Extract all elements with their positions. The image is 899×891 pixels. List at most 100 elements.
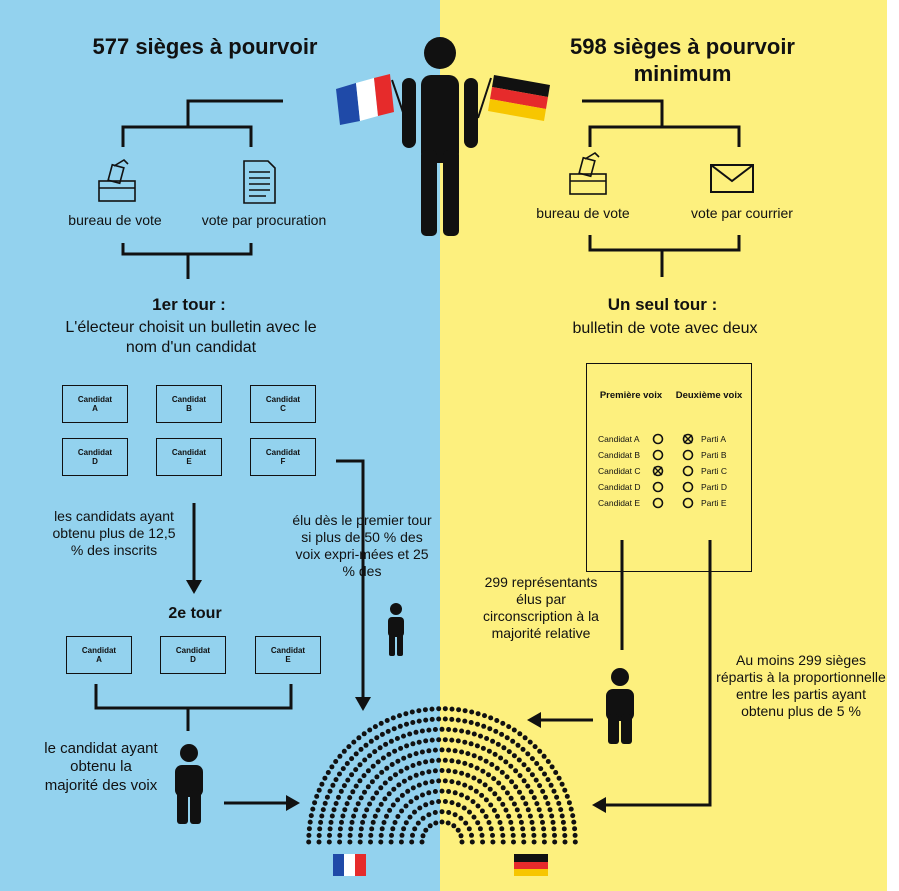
seat-dot [455,738,461,744]
seat-dot [511,753,517,759]
seat-dot [419,770,425,776]
seat-dot [439,809,445,815]
seat-dot [419,728,425,734]
seat-dot [462,760,468,766]
ballot-box-icon-france [98,158,136,202]
seat-dot [572,832,578,838]
seat-dot [483,814,489,819]
seat-dot [419,749,425,755]
seat-dot [331,807,337,813]
seat-dot [361,813,367,819]
seat-dot [404,721,409,727]
seat-dot [500,801,506,807]
germany-seats-title: 598 sièges à pourvoir minimum [570,34,795,86]
seat-dot [372,813,378,819]
seat-dot [413,751,419,757]
seat-dot [497,820,503,825]
seat-dot [372,724,378,730]
seat-dot [336,794,341,800]
seat-dot [510,832,516,838]
seat-dot [452,790,458,796]
seat-dot [467,809,472,815]
seat-dot [470,799,476,805]
ballot-candidate-label: Candidat C [598,466,641,476]
seat-dot [378,785,384,791]
seat-dot [333,801,339,806]
seat-dot [554,794,560,800]
seat-dot [363,742,369,748]
seat-dot [365,784,371,790]
seat-dot [369,826,375,832]
seat-dot [355,801,361,807]
seat-dot [353,783,359,789]
seat-dot [372,749,378,755]
seat-dot [479,792,485,798]
seat-dot [459,770,465,776]
seat-dot [528,789,534,795]
seat-dot [370,763,376,769]
seat-dot [394,736,400,741]
seat-dot [486,748,492,754]
seat-dot [468,763,474,768]
seat-dot [388,738,394,744]
seat-dot [469,839,475,845]
seat-dot [423,802,429,808]
seat-dot [483,797,489,803]
ballot-party-label: Parti B [701,450,727,460]
seat-dot [552,839,558,845]
seat-dot [571,819,577,825]
seat-dot [527,813,533,819]
seat-dot [520,746,526,752]
seat-dot [342,807,348,813]
seat-dot [495,741,501,747]
seat-dot [486,820,492,825]
seat-dot [482,713,487,719]
seat-dot [412,826,418,832]
seat-dot [377,745,383,751]
seat-dot [318,819,324,825]
seat-dot [568,806,574,812]
france-proxy-label: vote par procuration [201,212,327,228]
seat-dot [333,759,339,764]
seat-dot [327,788,333,794]
seat-dot [462,782,468,788]
round1-description: L'électeur choisit un bulletin avec le n… [65,319,317,356]
seat-dot [488,826,494,832]
seat-dot [486,772,491,778]
seat-dot [429,779,435,785]
seat-dot [420,792,425,798]
france-panel [0,0,440,891]
seat-dot [475,820,481,826]
seat-dot [349,772,355,778]
seat-dot [479,808,485,814]
seat-dot [446,768,452,774]
seat-dot [337,839,343,845]
seat-dot [348,826,354,832]
empty-circle-icon [682,449,694,461]
seat-dot [475,803,481,809]
seat-dot [566,800,572,806]
checked-circle-icon [652,465,664,477]
seat-dot [314,793,320,799]
seat-dot [475,721,480,727]
seat-dot [337,826,343,832]
seat-dot [360,819,366,825]
seat-dot [527,739,533,745]
french-flag-icon [333,854,366,876]
seat-dot [378,801,384,807]
seat-dot [552,832,557,838]
seat-dot [462,739,468,745]
seat-dot [426,812,432,818]
seat-dot [525,751,531,757]
seat-dot [511,839,516,845]
seat-dot [482,782,488,788]
seat-dot [399,792,405,798]
seat-dot [496,796,502,802]
seat-dot [471,753,477,759]
seat-dot [308,813,314,819]
seat-dot [449,706,455,712]
seat-dot [322,800,328,806]
seat-dot [538,766,544,772]
seat-dot [504,735,510,741]
